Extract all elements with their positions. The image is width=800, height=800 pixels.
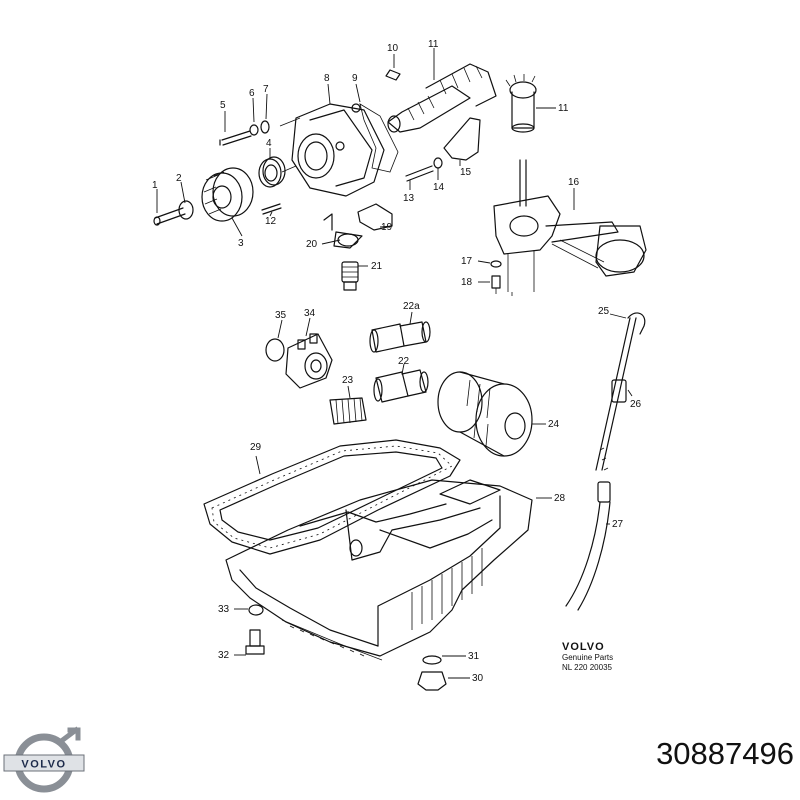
callout-17: 17 [461, 256, 473, 267]
part-number: 30887496 [656, 736, 794, 771]
callout-11b: 11 [558, 103, 569, 114]
callout-30: 30 [472, 673, 484, 684]
oil-pan-group [203, 439, 533, 691]
callout-27: 27 [612, 519, 624, 530]
nipple-part-22 [373, 369, 429, 403]
callout-28: 28 [554, 493, 566, 504]
drain-plug-part-30 [417, 671, 447, 691]
callout-9: 9 [352, 73, 358, 84]
logo-wordmark: VOLVO [21, 759, 66, 771]
washer-part-14 [433, 157, 443, 169]
oil-pump-part-16 [493, 195, 647, 296]
valve-part-20 [323, 213, 363, 249]
callout-26: 26 [630, 399, 642, 410]
callout-25: 25 [598, 306, 610, 317]
o-ring-part-35 [265, 338, 285, 362]
bolt-part-18 [491, 275, 501, 294]
bolt-part-13 [405, 165, 434, 182]
dipstick-part-25 [595, 312, 646, 471]
callout-13: 13 [403, 193, 415, 204]
callout-22: 22 [398, 356, 410, 367]
washer-part-33 [248, 604, 264, 616]
bolt-part-1 [153, 207, 186, 226]
callout-12: 12 [265, 216, 277, 227]
callout-labels: 1 2 3 4 5 6 7 8 9 10 11 11 12 13 14 15 1… [152, 39, 642, 684]
washer-part-17 [490, 260, 502, 268]
pump-housing-part-8 [279, 103, 385, 197]
callout-23: 23 [342, 375, 354, 386]
bolt-part-32 [245, 629, 265, 655]
oil-cooler-part-34 [285, 333, 333, 389]
callout-34: 34 [304, 308, 316, 319]
callout-20: 20 [306, 239, 318, 250]
callout-8: 8 [324, 73, 330, 84]
callout-2: 2 [176, 173, 182, 184]
oil-pickup-group [490, 74, 647, 296]
genuine-parts-stamp: VOLVO Genuine Parts NL 220 20035 [562, 641, 613, 672]
washer-part-6 [249, 124, 259, 136]
callout-32: 32 [218, 650, 230, 661]
washer-part-7 [260, 120, 270, 134]
callout-14: 14 [433, 182, 445, 193]
callout-10: 10 [387, 43, 399, 54]
stamp-line-2: NL 220 20035 [562, 663, 613, 672]
stamp-brand: VOLVO [562, 641, 605, 653]
callout-19: 19 [381, 222, 393, 233]
volvo-logo: VOLVO [3, 726, 85, 793]
callout-11a: 11 [428, 39, 439, 50]
pin-part-10 [385, 69, 401, 81]
bolt-part-5 [219, 130, 252, 146]
seal-part-26 [611, 379, 627, 403]
callout-29: 29 [250, 442, 262, 453]
stamp-line-1: Genuine Parts [562, 653, 613, 662]
callout-24: 24 [548, 419, 560, 430]
pin-part-12 [261, 203, 282, 215]
gasket-part-9 [359, 103, 399, 173]
gasket-part-29 [203, 439, 461, 555]
guide-tube-part-27 [565, 447, 611, 611]
callout-6: 6 [249, 88, 255, 99]
spring-part-23 [329, 397, 367, 425]
bracket-part-15 [443, 117, 481, 161]
pump-shaft [519, 159, 527, 207]
callout-7: 7 [263, 84, 269, 95]
callout-5: 5 [220, 100, 226, 111]
oil-pan-part-28 [225, 479, 533, 661]
callout-1: 1 [152, 180, 158, 191]
filter-group [265, 321, 533, 457]
drive-gear-part-11 [387, 63, 497, 133]
callout-16: 16 [568, 177, 580, 188]
washer-part-2 [178, 200, 194, 220]
oil-pump-housing-group [153, 63, 497, 291]
callout-21: 21 [371, 261, 383, 272]
callout-33: 33 [218, 604, 230, 615]
oil-filter-part-24 [437, 371, 533, 457]
callout-4: 4 [266, 138, 272, 149]
callout-15: 15 [460, 167, 472, 178]
gear-part-3 [201, 167, 254, 222]
callout-31: 31 [468, 651, 480, 662]
nipple-part-22a [369, 321, 431, 353]
gear-part-11-right [505, 74, 537, 133]
callout-22a: 22a [403, 301, 420, 312]
washer-part-31 [422, 655, 442, 665]
plug-part-21 [341, 261, 359, 291]
callout-18: 18 [461, 277, 473, 288]
callout-3: 3 [238, 238, 244, 249]
seal-part-4 [258, 156, 286, 188]
dipstick-group [565, 312, 646, 611]
callout-35: 35 [275, 310, 287, 321]
